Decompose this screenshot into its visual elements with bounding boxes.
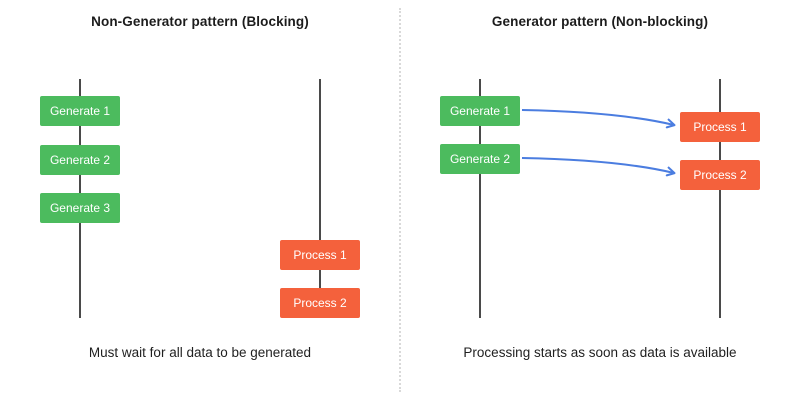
generate-box: Generate 2 [40,145,120,175]
process-box: Process 2 [680,160,760,190]
generate-box: Generate 2 [440,144,520,174]
arrow-generate1-to-process1 [521,109,676,129]
process-box: Process 2 [280,288,360,318]
generate-box: Generate 3 [40,193,120,223]
right-generate-timeline [479,79,481,318]
left-panel-caption: Must wait for all data to be generated [88,345,312,360]
right-panel-caption: Processing starts as soon as data is ava… [463,345,737,360]
generate-box: Generate 1 [40,96,120,126]
left-process-timeline [319,79,321,318]
process-box: Process 1 [280,240,360,270]
panel-divider [399,8,401,392]
process-box: Process 1 [680,112,760,142]
left-panel-title: Non-Generator pattern (Blocking) [91,14,309,29]
right-process-timeline [719,79,721,318]
arrow-generate2-to-process2 [521,157,676,177]
generate-box: Generate 1 [440,96,520,126]
right-panel-title: Generator pattern (Non-blocking) [491,14,709,29]
